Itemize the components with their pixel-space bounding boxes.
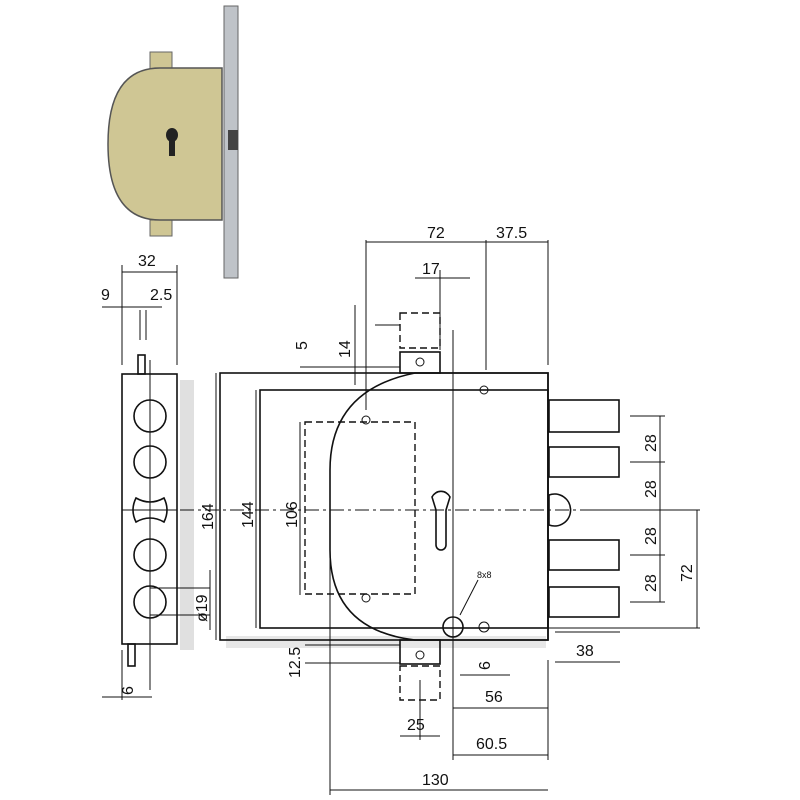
dim-top-plate: 17 — [422, 261, 440, 278]
dim-bolt-pitch-3: 28 — [643, 527, 660, 545]
dim-bolt-span: 72 — [679, 564, 696, 582]
dim-screw-width: 6 — [477, 661, 494, 670]
dim-height-cover: 106 — [284, 501, 301, 528]
dim-bolt-throw: 38 — [576, 643, 594, 660]
side-view — [102, 265, 211, 700]
dim-top-width: 72 — [427, 225, 445, 242]
dim-side-right: 2.5 — [150, 287, 172, 304]
dim-body-width: 130 — [422, 772, 449, 789]
dim-spindle: 8x8 — [477, 570, 492, 580]
dim-side-width: 32 — [138, 253, 156, 270]
dim-bottom-plate-gap: 12.5 — [287, 647, 304, 678]
dim-height-total: 164 — [200, 503, 217, 530]
dim-spindle-to-face: 60.5 — [476, 736, 507, 753]
dim-bolt-pitch-1: 28 — [643, 434, 660, 452]
dim-plate-height: 14 — [337, 340, 354, 358]
front-view — [180, 240, 700, 795]
dim-backset: 56 — [485, 689, 503, 706]
dim-bolt-pitch-2: 28 — [643, 480, 660, 498]
dim-bottom-plate-width: 25 — [407, 717, 425, 734]
lock-photo — [107, 5, 239, 279]
dim-bolt-diameter: ø19 — [194, 594, 211, 622]
dim-height-inner: 144 — [240, 501, 257, 528]
dim-top-offset: 37.5 — [496, 225, 527, 242]
dim-bolt-pitch-4: 28 — [643, 574, 660, 592]
dim-side-left: 9 — [101, 287, 110, 304]
dim-side-bottom: 6 — [120, 686, 137, 695]
dim-plate-gap: 5 — [294, 341, 311, 350]
